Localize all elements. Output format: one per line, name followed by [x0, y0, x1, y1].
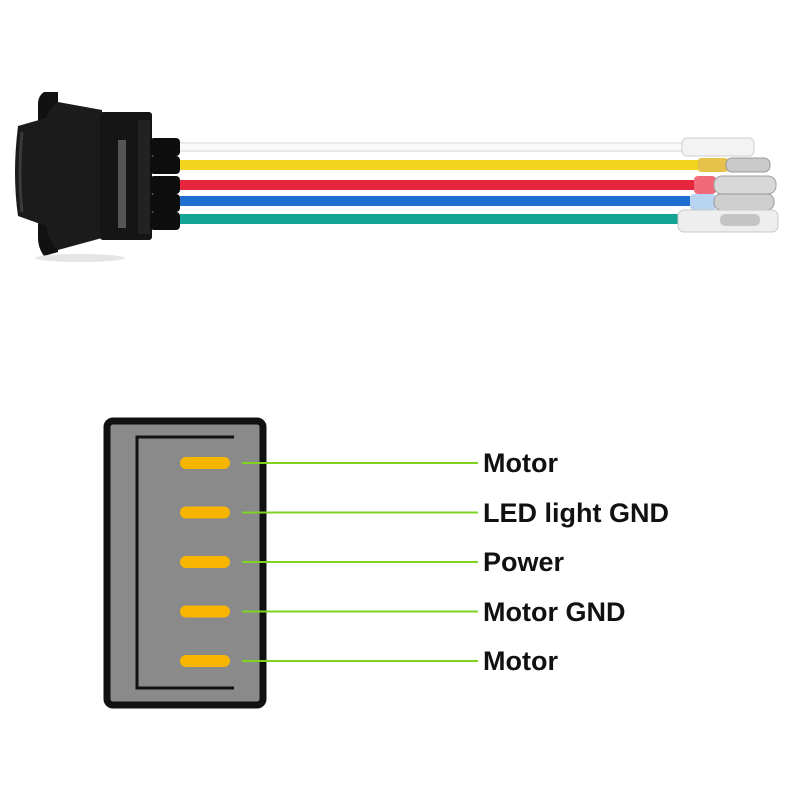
pin-label-5: Motor — [483, 646, 558, 676]
pin-3 — [180, 556, 230, 568]
pin-label-3: Power — [483, 547, 565, 577]
pin-1 — [180, 457, 230, 469]
rocker-switch-photo — [15, 92, 779, 262]
wire-harness — [180, 142, 700, 224]
switch-terminals — [118, 138, 180, 230]
pins-layer — [180, 457, 478, 667]
pinout-diagram — [103, 417, 478, 709]
switch-rocker — [15, 102, 102, 250]
switch-shadow — [35, 254, 125, 262]
pin-label-4: Motor GND — [483, 596, 626, 627]
pin-5 — [180, 655, 230, 667]
pin-label-2: LED light GND — [483, 497, 669, 528]
housing-inner-outline — [135, 435, 234, 690]
switch-rocker-highlight — [18, 131, 24, 213]
pin-4 — [180, 605, 230, 618]
crimp-terminals — [677, 137, 779, 233]
pin-2 — [180, 506, 230, 519]
switch-body-edge — [138, 120, 150, 234]
pin-label-1: Motor — [483, 448, 558, 478]
